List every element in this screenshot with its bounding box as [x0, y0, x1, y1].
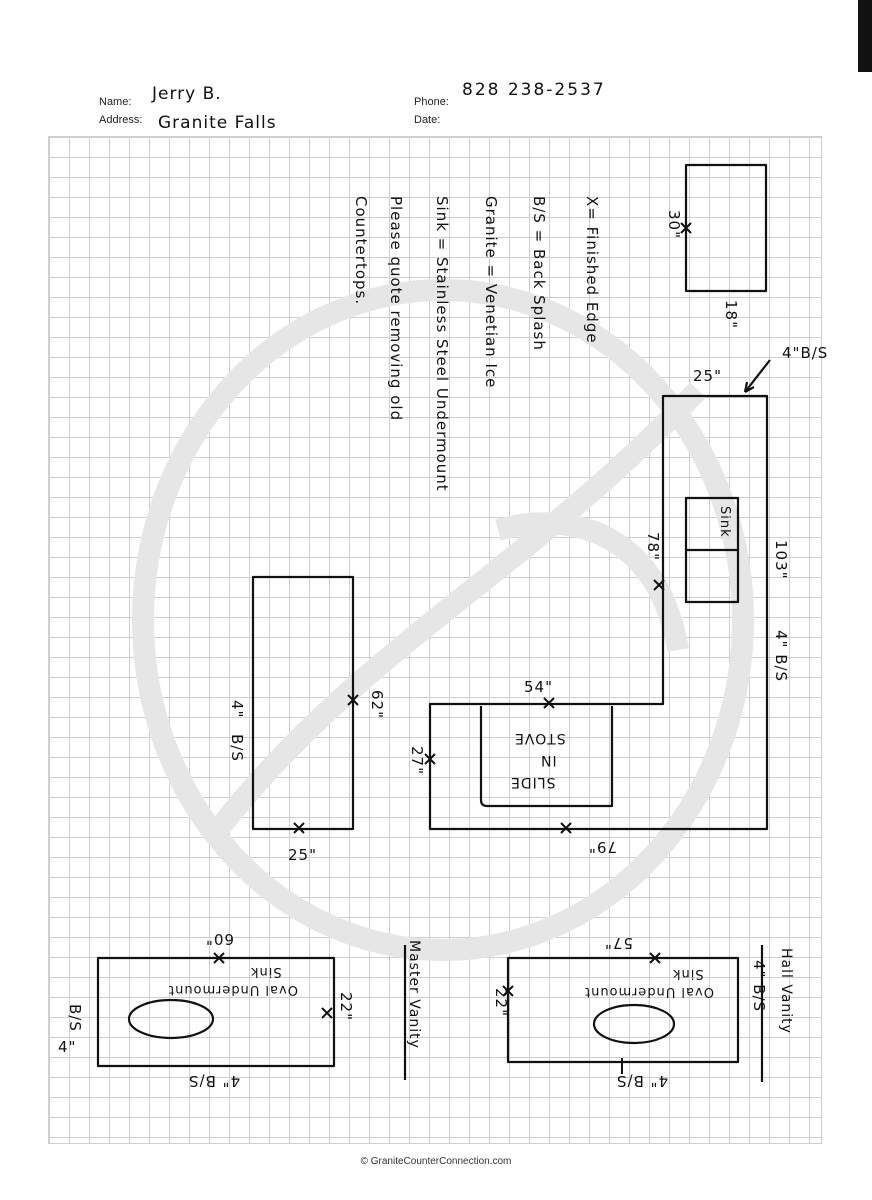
backsplash-note-right: 4" B/S	[772, 630, 790, 683]
dim-25-top: 25"	[693, 367, 722, 385]
island-dim-25: 25"	[288, 846, 317, 864]
master-vanity-outline	[96, 956, 336, 1068]
master-dim-60: 60"	[205, 930, 234, 948]
address-label: Address:	[99, 114, 143, 126]
dim-54: 54"	[524, 678, 553, 696]
stove-label-1: SLIDE	[510, 774, 556, 790]
island-dim-62: 62"	[368, 690, 386, 719]
legend-backsplash: B/S = Back Splash	[530, 196, 548, 351]
small-piece-outline	[684, 163, 768, 293]
hall-sink-line2: Sink	[672, 966, 704, 981]
name-value: Jerry B.	[152, 84, 222, 104]
address-value: Granite Falls	[158, 113, 277, 133]
master-bs-bottom: 4" B/S	[188, 1072, 241, 1090]
master-dim-22: 22"	[337, 992, 355, 1021]
finished-edge-marks	[213, 222, 692, 1074]
legend-finished-edge: X= Finished Edge	[583, 196, 601, 344]
hall-vanity-title: Hall Vanity	[778, 948, 794, 1034]
legend-sink: Sink = Stainless Steel Undermount	[433, 196, 451, 492]
kitchen-sink-label: Sink	[717, 506, 732, 538]
stove-outline	[479, 706, 614, 808]
dim-18: 18"	[722, 300, 740, 329]
dim-78: 78"	[644, 532, 662, 561]
stove-label-2: IN	[540, 752, 557, 768]
master-vanity-title: Master Vanity	[406, 940, 422, 1049]
master-sink-line2: Sink	[250, 964, 282, 979]
watermark-logo	[132, 279, 754, 961]
master-bs-left-a: 4"	[58, 1038, 77, 1056]
l-counter-outline	[428, 394, 769, 831]
hall-dim-57: 57"	[604, 934, 633, 952]
scan-edge	[858, 0, 872, 72]
island-bs-a: 4"	[228, 700, 246, 719]
page-edge	[0, 0, 872, 72]
phone-value: 828 238-2537	[462, 80, 606, 100]
date-label: Date:	[414, 114, 441, 126]
master-sink-oval	[127, 998, 215, 1040]
dim-103: 103"	[772, 540, 790, 580]
dim-27: 27"	[408, 746, 426, 775]
legend-note-line1: Please quote removing old	[387, 196, 405, 422]
dim-30: 30"	[665, 210, 683, 239]
legend-granite: Granite = Venetian Ice	[482, 196, 500, 389]
hall-dim-22: 22"	[492, 988, 510, 1017]
island-outline	[251, 575, 355, 831]
copyright-footer: © GraniteCounterConnection.com	[360, 1156, 512, 1167]
master-bs-left-b: B/S	[66, 1004, 84, 1032]
phone-label: Phone:	[414, 96, 449, 108]
graph-paper-grid	[48, 136, 822, 1144]
island-bs-b: B/S	[228, 734, 246, 762]
legend-note-line2: Countertops.	[352, 196, 370, 306]
master-sink-line1: Oval Undermount	[168, 982, 298, 997]
hall-bs-right: 4" B/S	[750, 960, 768, 1013]
dim-79: 79"	[588, 838, 617, 856]
hall-bs-bottom: 4" B/S	[616, 1072, 669, 1090]
backsplash-note-top: 4"B/S	[782, 344, 829, 362]
name-label: Name:	[99, 96, 132, 108]
hall-sink-oval	[592, 1003, 676, 1045]
hall-sink-line1: Oval Undermount	[584, 984, 714, 999]
stove-label-3: STOVE	[514, 730, 566, 746]
